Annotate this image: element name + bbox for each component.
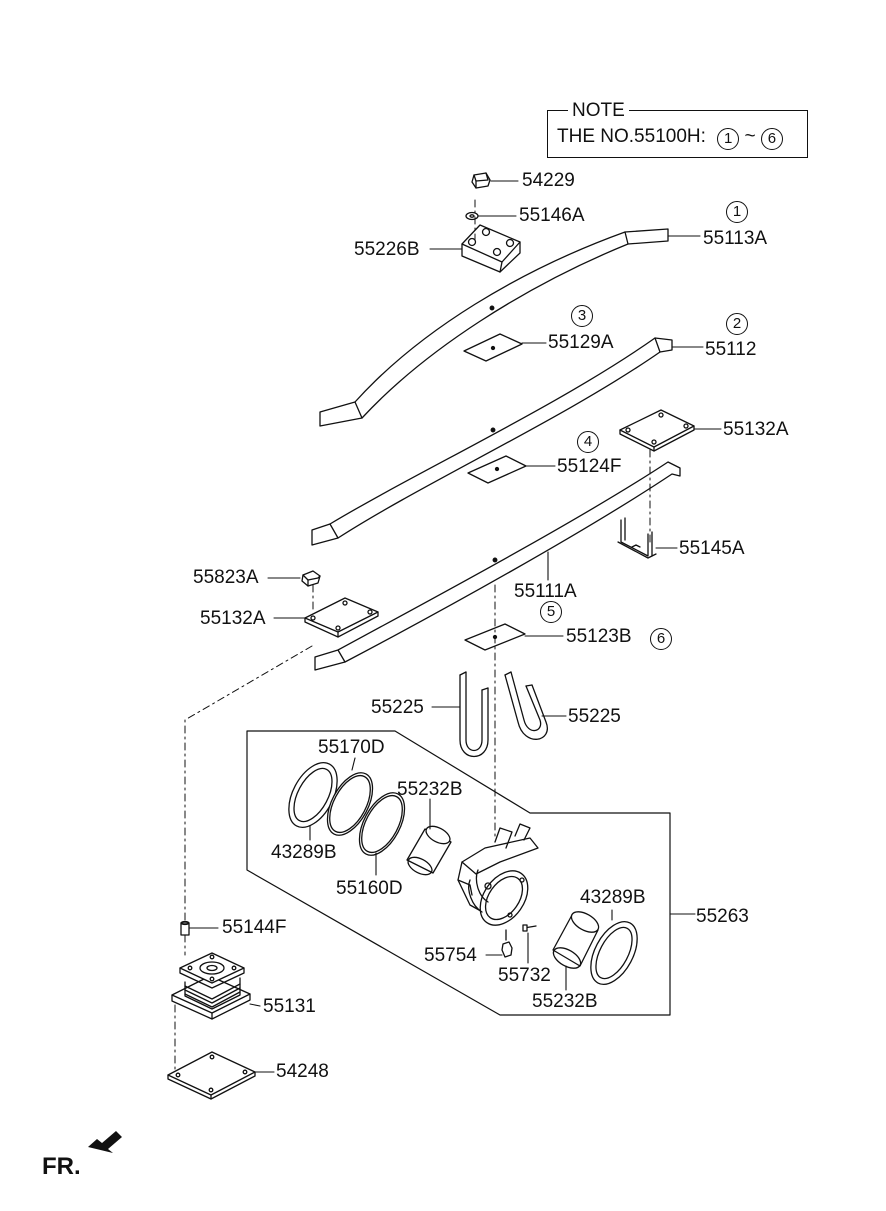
leader-lines [188,180,722,1073]
label-43289b-right[interactable]: 43289B [580,887,646,908]
label-55170d[interactable]: 55170D [318,737,385,758]
bolt-55754[interactable] [501,929,513,958]
leaf-spring-55112[interactable] [311,337,673,546]
washer-55146a[interactable] [465,211,479,221]
label-55112[interactable]: 55112 [705,339,757,360]
plate-55132a-left[interactable] [304,597,379,638]
u-bolt-55225-left[interactable] [459,671,489,757]
callout-3: 3 [571,305,593,327]
label-55160d[interactable]: 55160D [336,878,403,899]
label-43289b-left[interactable]: 43289B [271,842,337,863]
label-55113a[interactable]: 55113A [703,228,768,249]
note-body: THE NO.55100H: [557,126,706,147]
leaf-spring-55111a[interactable] [314,461,681,671]
label-55263[interactable]: 55263 [696,906,749,927]
note-range-start: 1 [717,128,740,150]
label-55123b[interactable]: 55123B [566,626,632,647]
seal-43289b-left[interactable] [279,755,347,836]
ring-55160d[interactable] [350,786,414,863]
nut-55823a[interactable] [301,570,321,587]
note-range-separator: ~ [744,126,756,147]
note-title: NOTE [568,101,629,121]
front-direction-arrow-icon [88,1131,122,1153]
label-55232b-bottom[interactable]: 55232B [532,991,598,1012]
callout-4: 4 [577,431,599,453]
note-text: THE NO.55100H: 1 ~ 6 [557,126,783,150]
label-55111a[interactable]: 55111A [514,581,577,602]
u-bolt-55225-right[interactable] [504,671,548,740]
label-55232b-top[interactable]: 55232B [397,779,463,800]
label-54229[interactable]: 54229 [522,170,575,191]
label-55225-left[interactable]: 55225 [371,697,424,718]
front-direction-label: FR. [42,1153,81,1180]
label-55226b[interactable]: 55226B [354,239,420,260]
plate-55132a-right[interactable] [619,409,695,452]
plate-54248[interactable] [167,1051,256,1100]
callout-1: 1 [726,201,748,223]
callout-2: 2 [726,313,748,335]
spring-clamp-55226b[interactable] [461,224,521,273]
label-55132a-left[interactable]: 55132A [200,608,266,629]
label-55823a[interactable]: 55823A [193,567,259,588]
label-55146a[interactable]: 55146A [519,205,585,226]
alignment-lines [174,199,651,1071]
trunnion-bracket-55263[interactable] [457,823,539,934]
label-55144f[interactable]: 55144F [222,917,287,938]
nut-54229[interactable] [471,172,491,189]
leaf-spring-55113a[interactable] [319,228,669,427]
seal-43289b-right[interactable] [581,914,646,992]
bolt-55732[interactable] [522,924,537,932]
label-54248[interactable]: 54248 [276,1061,329,1082]
label-55145a[interactable]: 55145A [679,538,745,559]
callout-6: 6 [650,628,672,650]
bushing-55232b-top[interactable] [405,823,453,879]
bracket-55145a[interactable] [617,517,657,559]
bushing-55232b-bottom[interactable] [550,908,602,973]
callout-5: 5 [540,601,562,623]
pad-55129a[interactable] [463,333,523,362]
label-55732[interactable]: 55732 [498,965,551,986]
label-55124f[interactable]: 55124F [557,456,622,477]
label-55754[interactable]: 55754 [424,945,477,966]
note-box [547,110,808,158]
rubber-mount-55131[interactable] [171,952,251,1020]
label-55225-right[interactable]: 55225 [568,706,621,727]
label-55131[interactable]: 55131 [263,996,316,1017]
label-55132a-right[interactable]: 55132A [723,419,789,440]
ring-55170d[interactable] [318,766,382,843]
label-55129a[interactable]: 55129A [548,332,614,353]
pad-55124f[interactable] [467,455,527,484]
note-range-end: 6 [760,128,783,150]
pin-55144f[interactable] [180,920,190,936]
